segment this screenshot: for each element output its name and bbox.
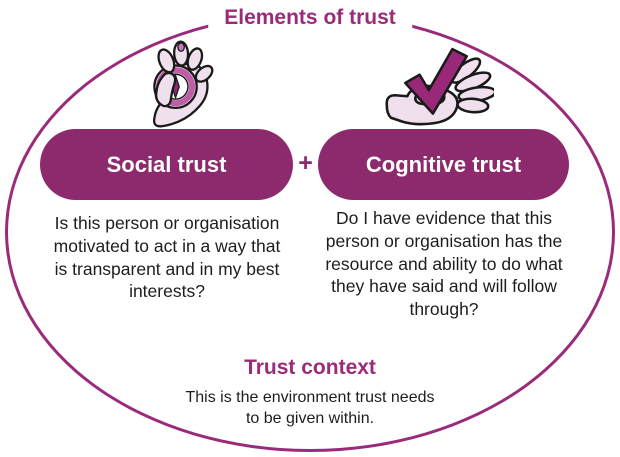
- social-trust-label: Social trust: [106, 151, 227, 177]
- plus-connector: +: [298, 149, 313, 177]
- diagram-title: Elements of trust: [208, 6, 412, 30]
- hand-holding-stopwatch-icon: [136, 36, 228, 130]
- cognitive-trust-pill: Cognitive trust: [318, 129, 569, 200]
- cognitive-trust-description: Do I have evidence that this person or o…: [325, 208, 563, 319]
- cognitive-trust-label: Cognitive trust: [365, 151, 522, 177]
- social-trust-description: Is this person or organisation motivated…: [53, 213, 281, 302]
- hand-with-checkmark-icon: [380, 44, 494, 128]
- trust-context-description: This is the environment trust needs to b…: [185, 389, 435, 427]
- trust-context-heading: Trust context: [244, 356, 376, 379]
- social-trust-pill: Social trust: [40, 129, 293, 200]
